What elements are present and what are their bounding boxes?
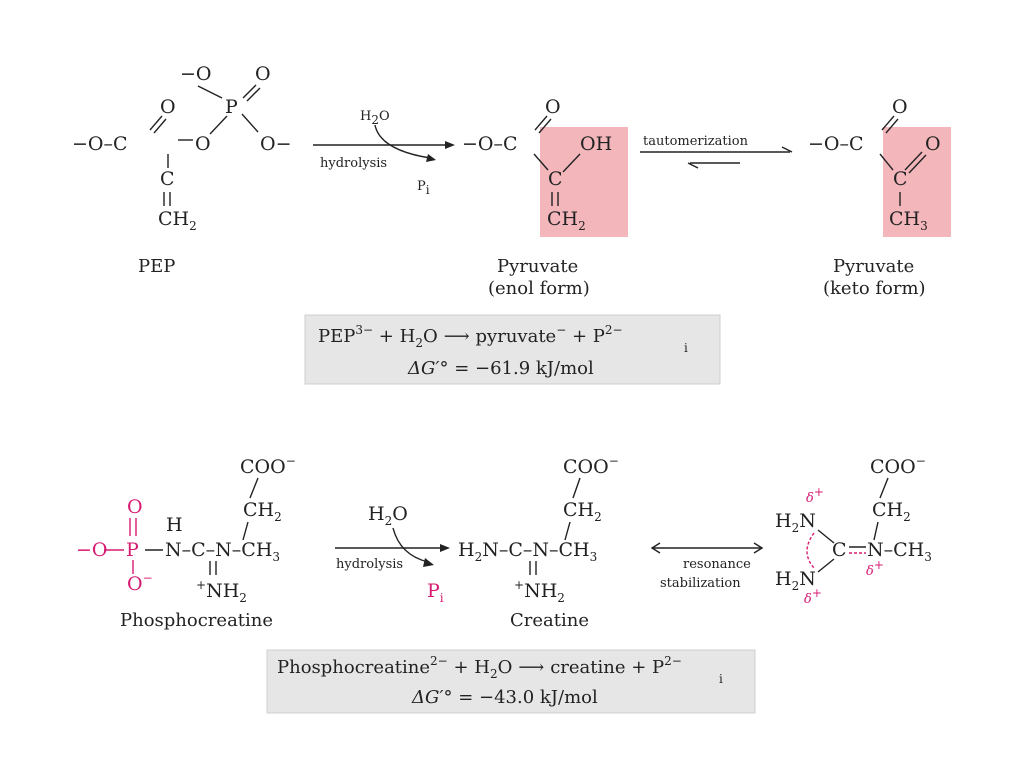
pyruvate-enol-structure: O −O–C OH C CH2 Pyruvate (enol form): [462, 96, 628, 299]
tautomerization-label: tautomerization: [643, 134, 749, 149]
pcr-top-oxygen: O: [127, 496, 143, 518]
res-center-c: C: [832, 539, 847, 561]
pep-phosphate-right: O−: [260, 133, 292, 155]
pep-label: PEP: [138, 256, 175, 277]
enol-carboxylate: −O–C: [462, 133, 518, 155]
enol-label-1: Pyruvate: [497, 256, 578, 277]
creatine-structure: COO− CH2 H2N–C–N–CH3 +NH2 Creatine: [458, 454, 619, 631]
pep-carbonyl-oxygen: O: [160, 96, 176, 118]
pi-label-2: Pi: [427, 580, 444, 605]
pep-phosphorus: P: [225, 96, 238, 118]
enol-oh: OH: [580, 133, 612, 155]
enol-ch2: CH2: [547, 208, 586, 233]
hydrolysis-label-2: hydrolysis: [336, 557, 403, 572]
hydrolysis-arrow-1: H2O hydrolysis Pi: [313, 109, 455, 197]
equation-box-1: PEP3− + H2O⟶pyruvate− + P2− i ΔG′° = −61…: [304, 314, 721, 385]
creatine-coo: COO−: [563, 454, 619, 478]
water-label-1: H2O: [360, 109, 390, 127]
resonance-label-2: stabilization: [660, 576, 741, 591]
pep-c2: C: [160, 168, 175, 190]
hydrolysis-label-1: hydrolysis: [320, 156, 387, 171]
water-label-2: H2O: [368, 503, 408, 528]
keto-c2: C: [893, 168, 908, 190]
pcr-nh2: +NH2: [196, 578, 247, 605]
phosphocreatine-structure: COO− CH2 O −O P O− H N–C–N–CH3 +NH2 Phos…: [76, 454, 296, 631]
res-ch2: CH2: [872, 499, 911, 524]
keto-highlight: [883, 127, 951, 237]
keto-carboxylate: −O–C: [808, 133, 864, 155]
keto-label-2: (keto form): [823, 278, 926, 299]
phosphocreatine-label: Phosphocreatine: [120, 610, 273, 631]
delta-right: δ+: [866, 558, 884, 579]
equation1-line2: ΔG′° = −61.9 kJ/mol: [407, 358, 594, 379]
keto-oxygen: O: [925, 133, 941, 155]
resonance-arrow: resonance stabilization: [650, 542, 764, 591]
pcr-coo: COO−: [240, 454, 296, 478]
creatine-ch2: CH2: [563, 499, 602, 524]
pcr-phosphorus: P: [126, 539, 139, 561]
resonance-label-1: resonance: [683, 557, 751, 572]
equation2-pi-sub: i: [719, 672, 723, 686]
creatine-resonance-structure: COO− CH2 δ+ H2N C N–CH3 δ+ H2N δ+: [775, 454, 932, 607]
keto-carbonyl-oxygen: O: [892, 96, 908, 118]
pi-label-1: Pi: [417, 179, 430, 197]
pep-phosphate-top-left: −O: [180, 63, 212, 85]
pyruvate-keto-structure: O −O–C O C CH3 Pyruvate (keto form): [808, 96, 951, 299]
keto-label-1: Pyruvate: [833, 256, 914, 277]
enol-c2: C: [548, 168, 563, 190]
equation2-line1: Phosphocreatine2− + H2O⟶creatine + P2−: [277, 654, 682, 681]
pcr-ch2: CH2: [243, 499, 282, 524]
enol-highlight: [540, 127, 628, 237]
pep-structure: −O O P O− O O −O–C C CH2 PEP: [72, 63, 292, 277]
pep-ch2: CH2: [158, 208, 197, 233]
tautomerization-arrows: tautomerization: [640, 134, 793, 169]
pcr-left-oxygen: −O: [76, 539, 108, 561]
equation2-line2: ΔG′° = −43.0 kJ/mol: [411, 687, 598, 708]
equation1-pi-sub: i: [684, 341, 688, 355]
enol-label-2: (enol form): [488, 278, 590, 299]
equation-box-2: Phosphocreatine2− + H2O⟶creatine + P2− i…: [266, 649, 756, 714]
res-right-chain: N–CH3: [867, 539, 932, 564]
res-bottom-n: H2N: [775, 568, 816, 593]
res-coo: COO−: [870, 454, 926, 478]
delta-bottom: δ+: [804, 586, 822, 607]
keto-ch3: CH3: [889, 208, 928, 233]
pep-phosphate-top-right: O: [255, 63, 271, 85]
delta-top: δ+: [806, 485, 824, 506]
pcr-bottom-oxygen: O−: [127, 571, 153, 595]
pep-carboxylate: −O–C: [72, 133, 128, 155]
res-top-n: H2N: [775, 510, 816, 535]
hydrolysis-arrow-2: H2O hydrolysis Pi: [335, 503, 450, 605]
pep-bridge-oxygen: O: [195, 133, 211, 155]
pcr-h: H: [166, 514, 183, 536]
creatine-label: Creatine: [510, 610, 589, 631]
pcr-chain: N–C–N–CH3: [165, 539, 280, 564]
creatine-chain: H2N–C–N–CH3: [458, 539, 597, 564]
equation1-line1: PEP3− + H2O⟶pyruvate− + P2−: [318, 323, 623, 350]
enol-carbonyl-oxygen: O: [545, 96, 561, 118]
creatine-nh2: +NH2: [514, 578, 565, 605]
